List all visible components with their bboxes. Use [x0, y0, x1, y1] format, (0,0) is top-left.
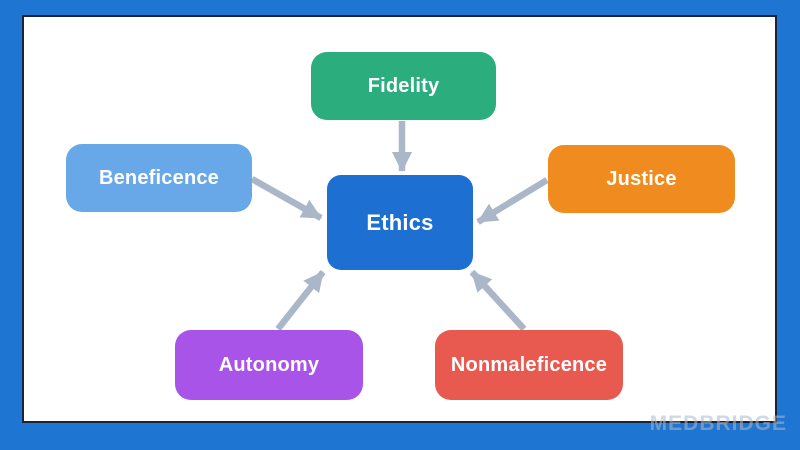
watermark: MEDBRIDGE — [649, 412, 787, 435]
node-nonmaleficence: Nonmaleficence — [435, 330, 623, 400]
node-beneficence-label: Beneficence — [98, 166, 220, 189]
node-fidelity-label: Fidelity — [367, 74, 440, 97]
node-autonomy: Autonomy — [175, 330, 363, 400]
node-fidelity: Fidelity — [311, 52, 496, 120]
node-ethics-label: Ethics — [366, 209, 434, 235]
node-justice-label: Justice — [606, 167, 677, 190]
node-beneficence: Beneficence — [66, 144, 252, 212]
node-nonmaleficence-label: Nonmaleficence — [450, 353, 608, 376]
node-justice: Justice — [548, 145, 735, 213]
node-ethics: Ethics — [327, 175, 473, 270]
node-autonomy-label: Autonomy — [218, 353, 320, 376]
